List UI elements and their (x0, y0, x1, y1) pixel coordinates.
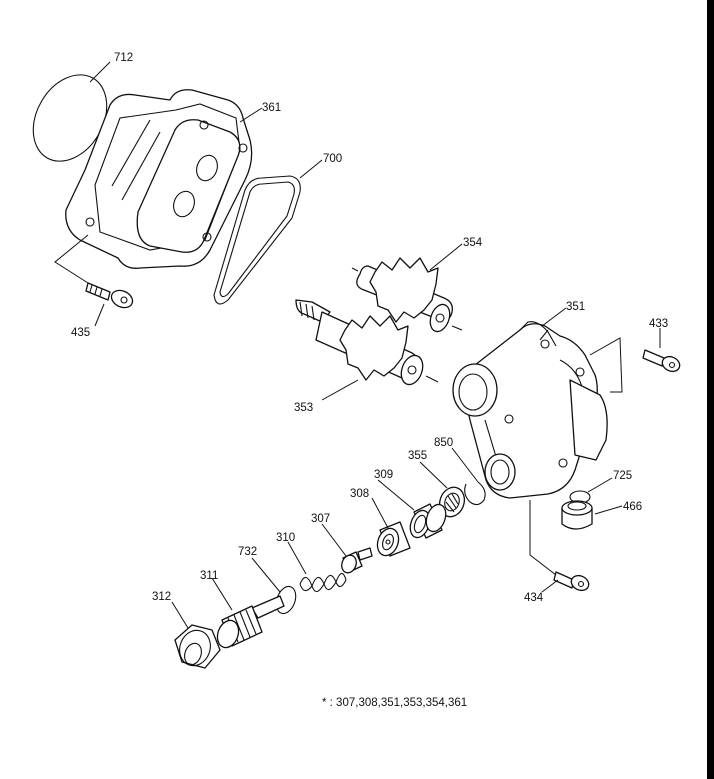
part-361-cover (65, 89, 253, 269)
part-309-sleeve (409, 503, 447, 539)
label-311: 311 (200, 570, 218, 582)
label-307: 307 (311, 513, 330, 525)
label-361: 361 (262, 102, 281, 114)
label-351: 351 (566, 301, 585, 313)
label-309: 309 (374, 469, 393, 481)
label-712: 712 (114, 52, 133, 64)
leader-lines (54, 61, 661, 629)
part-700-gasket (213, 175, 301, 305)
label-732: 732 (238, 546, 257, 558)
part-435-bolt (85, 282, 134, 309)
label-725: 725 (613, 470, 632, 482)
label-466: 466 (623, 501, 642, 513)
part-466-plug (561, 500, 593, 530)
label-353: 353 (294, 402, 313, 414)
label-434: 434 (524, 592, 544, 604)
label-354: 354 (463, 237, 483, 249)
label-700: 700 (323, 153, 342, 165)
part-354-gear (351, 257, 463, 333)
label-433: 433 (649, 318, 668, 330)
footnote-kit-parts: * : 307,308,351,353,354,361 (322, 697, 468, 709)
part-310-spring (299, 572, 347, 593)
label-435: 435 (71, 327, 90, 339)
label-355: 355 (408, 450, 427, 462)
part-434-bolt (553, 571, 590, 592)
label-312: 312 (152, 591, 171, 603)
part-308-spool (376, 521, 411, 557)
part-351-body (452, 321, 608, 499)
part-311-screw (216, 595, 285, 649)
label-308: 308 (350, 488, 369, 500)
part-433-bolt (642, 349, 681, 373)
part-312-nut (174, 624, 221, 669)
part-850-snapring (464, 481, 486, 506)
part-307-poppet (341, 547, 373, 574)
part-353-gear (295, 299, 439, 386)
label-310: 310 (276, 532, 295, 544)
part-355-filter (438, 486, 466, 518)
label-850: 850 (434, 437, 453, 449)
